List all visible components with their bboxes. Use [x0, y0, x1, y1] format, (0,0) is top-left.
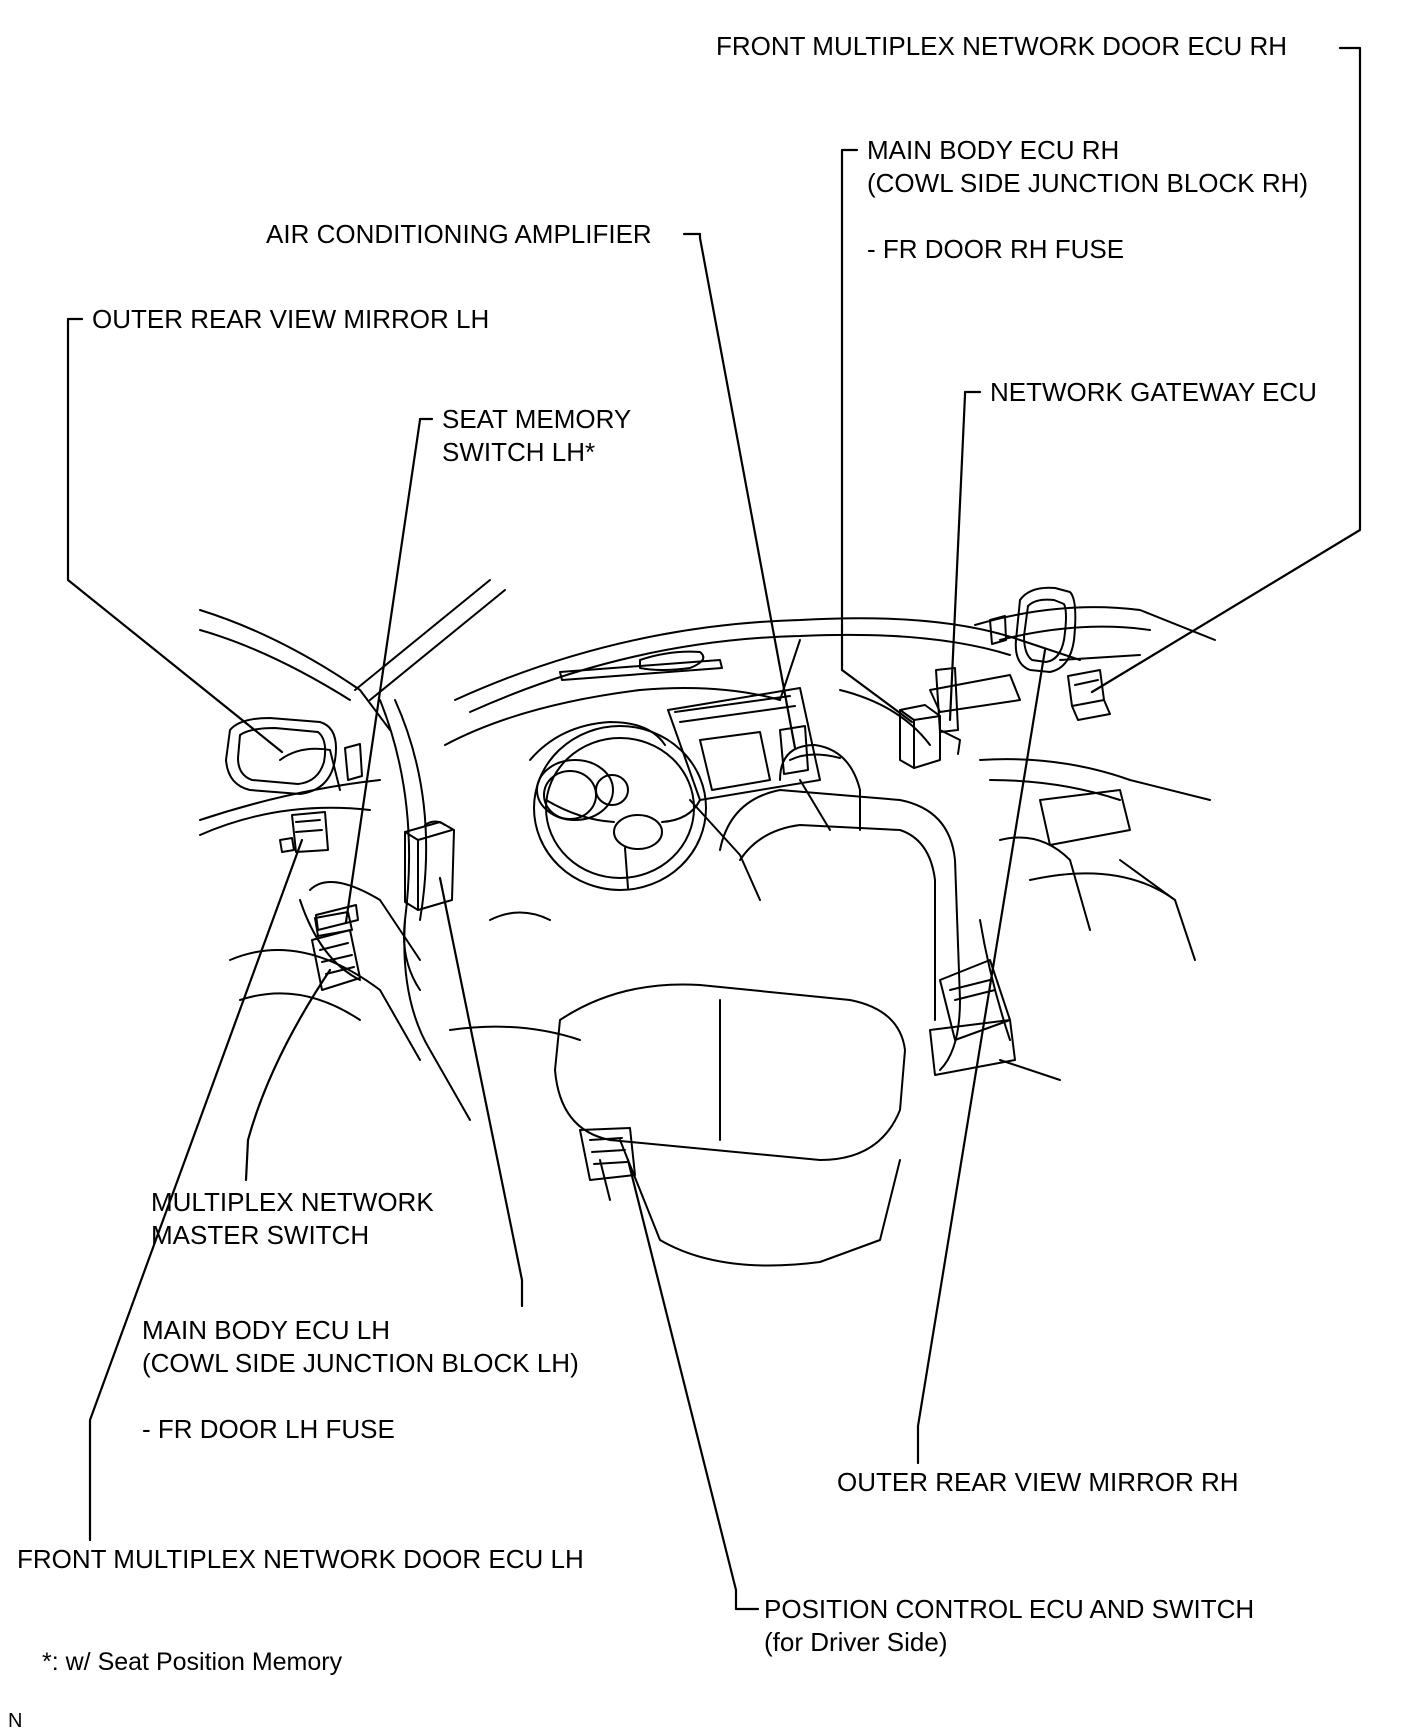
label-front-door-ecu-lh: FRONT MULTIPLEX NETWORK DOOR ECU LH: [17, 1544, 584, 1574]
dashboard-outline: [444, 617, 1141, 746]
front-door-ecu-rh-part: [1067, 669, 1111, 721]
leader-front-door-ecu-lh: [88, 838, 304, 1542]
mirror-lh: [225, 717, 363, 795]
label-seat-memory-switch-line2: SWITCH LH*: [442, 437, 596, 467]
instrument-cluster: [529, 721, 666, 820]
label-seat-memory-switch-line1: SEAT MEMORY: [442, 404, 632, 434]
main-body-ecu-lh-part: [404, 820, 455, 911]
network-gateway-ecu-part: [935, 667, 961, 755]
label-outer-mirror-rh: OUTER REAR VIEW MIRROR RH: [837, 1467, 1239, 1497]
leader-front-door-ecu-rh: [1090, 46, 1362, 694]
mirror-rh: [989, 586, 1077, 673]
label-network-gateway-ecu: NETWORK GATEWAY ECU: [990, 377, 1317, 407]
seat-side-switch: [579, 1127, 636, 1181]
steering-wheel: [533, 725, 707, 891]
leader-position-control: [626, 1158, 760, 1611]
corner-mark: N: [8, 1710, 23, 1732]
front-door-ecu-lh-part: [279, 811, 329, 853]
leader-main-body-ecu-rh: [840, 148, 914, 724]
leader-seat-memory-switch: [344, 417, 434, 924]
label-main-body-ecu-lh-line1: MAIN BODY ECU LH: [142, 1315, 391, 1345]
left-a-pillar: [354, 579, 506, 1121]
seat-memory-switch-part: [315, 904, 359, 931]
label-outer-mirror-lh: OUTER REAR VIEW MIRROR LH: [92, 304, 490, 334]
label-master-switch-line2: MASTER SWITCH: [151, 1220, 370, 1250]
label-main-body-ecu-rh-line1: MAIN BODY ECU RH: [867, 135, 1120, 165]
label-fr-door-rh-fuse: - FR DOOR RH FUSE: [867, 234, 1125, 264]
leader-air-conditioning-amplifier: [682, 232, 797, 750]
air-conditioning-amplifier-part: [779, 725, 809, 775]
main-body-ecu-rh-part: [899, 704, 941, 769]
leader-network-gateway-ecu: [948, 390, 982, 722]
leader-outer-mirror-rh: [916, 648, 1047, 1465]
label-main-body-ecu-lh-line2: (COWL SIDE JUNCTION BLOCK LH): [142, 1348, 579, 1378]
driver-seat: [554, 744, 961, 1267]
center-console: [667, 687, 831, 901]
floor-lines: [449, 911, 1061, 1081]
label-master-switch-line1: MULTIPLEX NETWORK: [151, 1187, 434, 1217]
left-door: [199, 609, 421, 1061]
leader-lines: [66, 46, 1362, 1611]
leader-main-body-ecu-lh: [438, 876, 524, 1308]
label-fr-door-lh-fuse: - FR DOOR LH FUSE: [142, 1414, 395, 1444]
master-switch-part: [311, 911, 361, 991]
leader-outer-mirror-lh: [66, 317, 284, 754]
footnote: *: w/ Seat Position Memory: [42, 1648, 343, 1676]
label-front-door-ecu-rh: FRONT MULTIPLEX NETWORK DOOR ECU RH: [716, 31, 1288, 61]
label-position-control-line2: (for Driver Side): [764, 1627, 948, 1657]
label-position-control-line1: POSITION CONTROL ECU AND SWITCH: [764, 1594, 1255, 1624]
label-main-body-ecu-rh-line2: (COWL SIDE JUNCTION BLOCK RH): [867, 168, 1309, 198]
right-door: [974, 606, 1216, 1041]
leader-master-switch: [244, 968, 332, 1182]
label-air-conditioning-amplifier: AIR CONDITIONING AMPLIFIER: [266, 219, 652, 249]
